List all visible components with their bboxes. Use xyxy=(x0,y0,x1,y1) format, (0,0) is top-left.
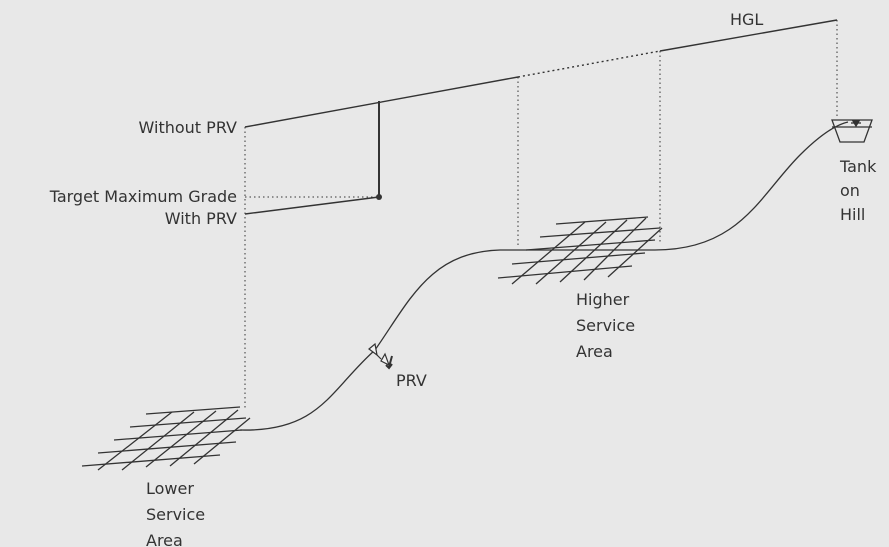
with-prv-label: With PRV xyxy=(165,209,237,228)
grade-drop-point xyxy=(376,194,382,200)
water-level-triangle-icon xyxy=(851,120,861,128)
higher-label-line3: Area xyxy=(576,342,613,361)
higher-service-area-grid xyxy=(497,216,663,285)
tank-icon xyxy=(831,119,873,143)
lower-service-area-grid xyxy=(81,406,251,471)
pipeline xyxy=(239,121,849,431)
hgl-label: HGL xyxy=(730,10,763,29)
target-maximum-grade-label: Target Maximum Grade xyxy=(49,187,237,206)
lower-label-line1: Lower xyxy=(146,479,194,498)
prv-label: PRV xyxy=(396,371,427,390)
tank-on-hill-label: Tank on Hill xyxy=(839,157,877,224)
with-prv-line xyxy=(244,196,380,215)
hgl-line-right xyxy=(659,19,838,52)
tank-label-line3: Hill xyxy=(840,205,865,224)
higher-label-line2: Service xyxy=(576,316,635,335)
hgl-line xyxy=(244,19,838,128)
higher-label-line1: Higher xyxy=(576,290,630,309)
lower-label-line3: Area xyxy=(146,531,183,547)
lower-label-line2: Service xyxy=(146,505,205,524)
higher-service-area-label: Higher Service Area xyxy=(576,290,635,361)
lower-service-area-label: Lower Service Area xyxy=(146,479,205,547)
tank-label-line2: on xyxy=(840,181,860,200)
hgl-line-left xyxy=(244,76,519,128)
without-prv-label: Without PRV xyxy=(139,118,238,137)
valve-icon xyxy=(368,342,393,370)
tank-label-line1: Tank xyxy=(839,157,877,176)
hgl-line-dotted xyxy=(517,50,661,78)
vertical-guides xyxy=(244,20,838,410)
